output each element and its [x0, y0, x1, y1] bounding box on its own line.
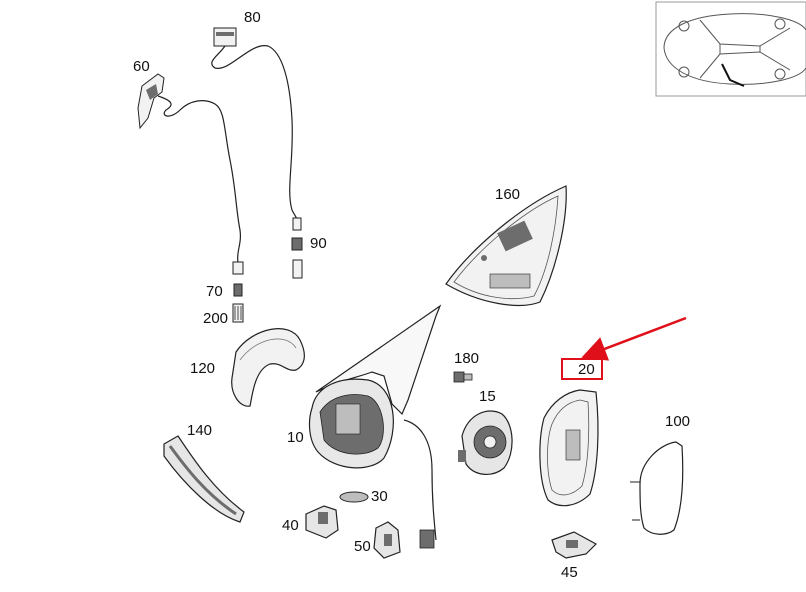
- callout-45[interactable]: 45: [561, 564, 578, 581]
- callout-200[interactable]: 200: [203, 310, 229, 327]
- part-50-module: [373, 521, 435, 559]
- part-140-indicator: [163, 435, 245, 523]
- part-60-bracket: [137, 73, 242, 263]
- callout-180[interactable]: 180: [454, 350, 480, 367]
- callout-160[interactable]: 160: [495, 186, 521, 203]
- part-30-seal: [339, 491, 369, 503]
- part-45-clip: [551, 531, 597, 559]
- callout-15[interactable]: 15: [479, 388, 496, 405]
- callout-140[interactable]: 140: [187, 422, 213, 439]
- vehicle-locator: [655, 1, 806, 97]
- highlight-box-part-20: [561, 358, 603, 380]
- part-15-motor: [458, 410, 513, 475]
- part-120-housing-cover: [231, 328, 305, 407]
- part-180-screw: [453, 371, 473, 383]
- part-200-clip: [232, 303, 244, 323]
- callout-80[interactable]: 80: [244, 9, 261, 26]
- part-100-mirror-glass: [630, 441, 684, 535]
- car-top-view-icon: [663, 13, 806, 87]
- part-160-cover: [445, 185, 567, 307]
- part-90-connector: [291, 217, 303, 279]
- part-40-actuator: [305, 505, 339, 539]
- part-10-mirror-assembly: [308, 304, 442, 541]
- red-arrow-icon: [581, 316, 687, 361]
- callout-90[interactable]: 90: [310, 235, 327, 252]
- part-70-connector: [232, 261, 244, 297]
- callout-10[interactable]: 10: [287, 429, 304, 446]
- callout-40[interactable]: 40: [282, 517, 299, 534]
- part-80-connector: [211, 27, 300, 227]
- callout-30[interactable]: 30: [371, 488, 388, 505]
- callout-50[interactable]: 50: [354, 538, 371, 555]
- callout-70[interactable]: 70: [206, 283, 223, 300]
- callout-120[interactable]: 120: [190, 360, 216, 377]
- callout-60[interactable]: 60: [133, 58, 150, 75]
- callout-100[interactable]: 100: [665, 413, 691, 430]
- callout-20[interactable]: 20: [578, 361, 595, 378]
- part-20-mirror-carrier: [539, 389, 599, 507]
